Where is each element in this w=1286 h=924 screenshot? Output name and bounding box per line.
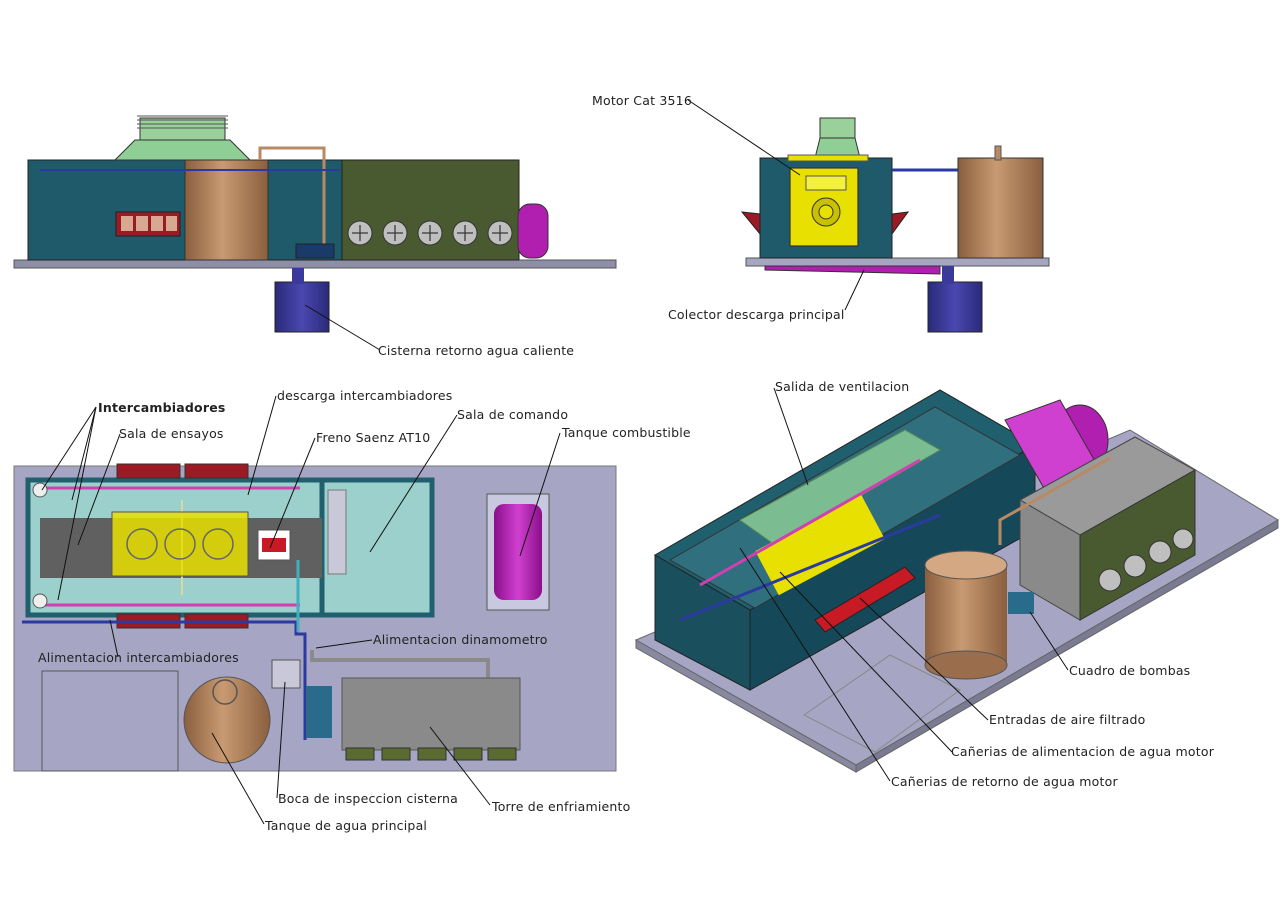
- plan-inspection-hatch: [271, 659, 301, 689]
- label-canerias-retorno: Cañerias de retorno de agua motor: [891, 774, 1118, 789]
- label-sala-comando: Sala de comando: [457, 407, 569, 422]
- label-sala-ensayos: Sala de ensayos: [119, 426, 224, 441]
- label-motor-cat: Motor Cat 3516: [592, 93, 692, 108]
- label-torre-enfriamiento: Torre de enfriamiento: [492, 799, 631, 814]
- label-cisterna-retorno: Cisterna retorno agua caliente: [378, 343, 575, 358]
- label-intercambiadores: Intercambiadores: [98, 400, 226, 415]
- label-tanque-agua: Tanque de agua principal: [265, 818, 428, 833]
- label-tanque-combustible: Tanque combustible: [562, 425, 691, 440]
- label-descarga-intercambiadores: descarga intercambiadores: [277, 388, 453, 403]
- plan-pump-set: [306, 686, 332, 738]
- iso-air-intake: [814, 566, 916, 633]
- label-alimentacion-dinamometro: Alimentacion dinamometro: [373, 632, 548, 647]
- iso-engine: [755, 494, 885, 596]
- plan-air-intake-top: [116, 463, 181, 479]
- plan-engine: [111, 511, 249, 577]
- label-cuadro-bombas: Cuadro de bombas: [1069, 663, 1191, 678]
- plan-view: [13, 463, 617, 772]
- label-colector-descarga: Colector descarga principal: [668, 307, 845, 322]
- side-hot-water-cistern: [274, 281, 330, 333]
- iso-pump-set: [1008, 592, 1034, 614]
- front-base-slab: [745, 257, 1050, 267]
- side-elevation-view: [13, 115, 617, 333]
- isometric-view: [634, 389, 1279, 773]
- plan-main-water-tank: [183, 676, 271, 764]
- side-water-tank: [184, 159, 269, 261]
- plan-cooling-tower: [341, 677, 521, 751]
- label-alimentacion-intercambiadores: Alimentacion intercambiadores: [38, 650, 239, 665]
- label-entradas-aire: Entradas de aire filtrado: [989, 712, 1146, 727]
- front-elevation-view: [740, 117, 1050, 333]
- front-water-tank: [957, 157, 1044, 259]
- label-boca-inspeccion: Boca de inspeccion cisterna: [278, 791, 458, 806]
- iso-water-tank: [925, 565, 1007, 665]
- leader-lines: [41, 99, 1069, 825]
- label-canerias-alimentacion: Cañerias de alimentacion de agua motor: [951, 744, 1215, 759]
- label-salida-ventilacion: Salida de ventilacion: [775, 379, 910, 394]
- side-base-slab: [13, 259, 617, 269]
- label-freno-saenz: Freno Saenz AT10: [316, 430, 431, 445]
- side-vent-hood: [113, 139, 252, 161]
- front-cistern: [927, 281, 983, 333]
- side-fuel-tank: [517, 203, 549, 259]
